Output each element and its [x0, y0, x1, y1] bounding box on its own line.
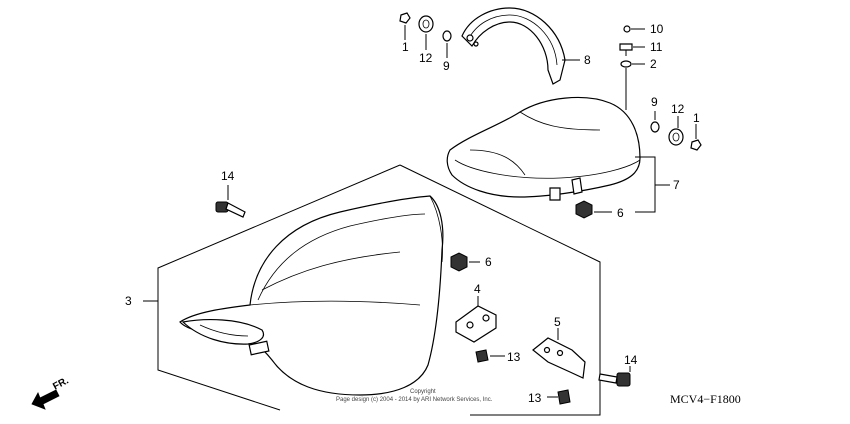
callout-14-right: 14: [624, 353, 638, 367]
bolt-14-right: [598, 366, 631, 387]
bracket-5-part: [532, 328, 586, 379]
bolt-13-middle: [475, 349, 505, 363]
bolt-13-bottom: [547, 389, 571, 405]
nut-6-main: [450, 252, 480, 272]
copyright-line-1: Copyright: [410, 389, 436, 395]
bolt-14-left: [215, 185, 246, 218]
diagram-code: MCV4−F1800: [670, 392, 741, 406]
hardware-right-group: [619, 25, 702, 151]
callout-4: 4: [474, 282, 481, 296]
main-seat-part: [179, 195, 444, 396]
callout-1-right: 1: [693, 111, 700, 125]
callout-7: 7: [673, 178, 680, 192]
callout-5: 5: [554, 315, 561, 329]
callout-3: 3: [125, 294, 132, 308]
callout-8: 8: [584, 53, 591, 67]
callout-10: 10: [650, 22, 664, 36]
callout-14-left: 14: [221, 169, 235, 183]
hardware-left-group: [399, 12, 452, 58]
callout-6-main: 6: [485, 255, 492, 269]
bracket-4-part: [455, 296, 497, 343]
front-direction-arrow: FR.: [31, 375, 71, 410]
callout-9-top-left: 9: [443, 59, 450, 73]
grab-strap-part: [461, 7, 580, 85]
callout-12-right: 12: [671, 102, 685, 116]
copyright-line-2: Page design (c) 2004 - 2014 by ARI Netwo…: [336, 397, 493, 403]
callout-9-right: 9: [651, 95, 658, 109]
callout-6-pillion: 6: [617, 206, 624, 220]
nut-6-pillion: [575, 200, 612, 219]
callout-12-top-left: 12: [419, 51, 433, 65]
pillion-seat-part: [446, 96, 670, 213]
callout-2: 2: [650, 57, 657, 71]
callout-1-top-left: 1: [402, 40, 409, 54]
callout-13-middle: 13: [507, 350, 521, 364]
main-seat-bracket: [143, 164, 601, 416]
callout-13-bottom: 13: [528, 391, 542, 405]
front-direction-label: FR.: [51, 375, 71, 392]
callout-11: 11: [650, 40, 663, 54]
